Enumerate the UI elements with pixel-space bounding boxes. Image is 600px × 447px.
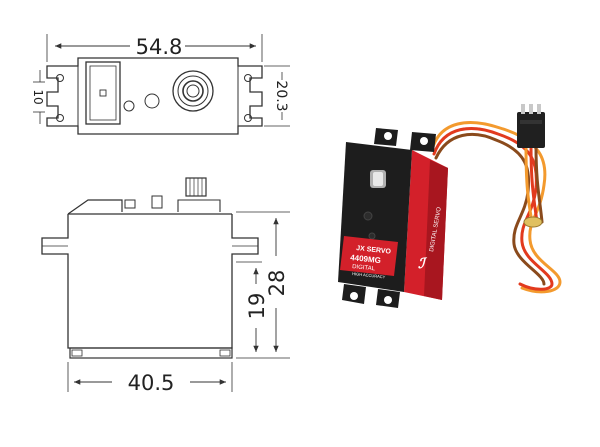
side-logo-icon: ℐ (418, 255, 428, 271)
side-view-drawing (41, 177, 259, 359)
top-view-drawing (46, 57, 263, 135)
servo-label (340, 236, 398, 276)
side-width-dimension: 40.5 (67, 362, 233, 395)
top-hole-spacing-dimension: 10 (31, 70, 45, 124)
label-type: DIGITAL (352, 264, 376, 272)
side-body-height-dimension: 19 (236, 261, 269, 352)
label-brand: JX SERVO (356, 245, 392, 256)
dim-top-hole-spacing: 10 (31, 89, 45, 104)
dim-top-depth: 20.3 (273, 80, 289, 111)
servo-connector (517, 104, 545, 148)
side-total-height-dimension: 28 (236, 211, 290, 359)
dim-side-body-height: 19 (245, 293, 269, 320)
label-model: 4409MG (350, 253, 381, 265)
dim-side-width: 40.5 (128, 371, 175, 395)
label-spec: HIGH ACCURACY (352, 271, 386, 279)
top-width-dimension: 54.8 (46, 34, 263, 62)
dim-top-width: 54.8 (136, 35, 183, 59)
dim-side-total-height: 28 (265, 270, 289, 297)
top-depth-dimension: 20.3 (264, 65, 290, 127)
servo-product-image: JX SERVO 4409MG DIGITAL HIGH ACCURACY DI… (338, 104, 562, 308)
servo-wires (430, 121, 562, 294)
